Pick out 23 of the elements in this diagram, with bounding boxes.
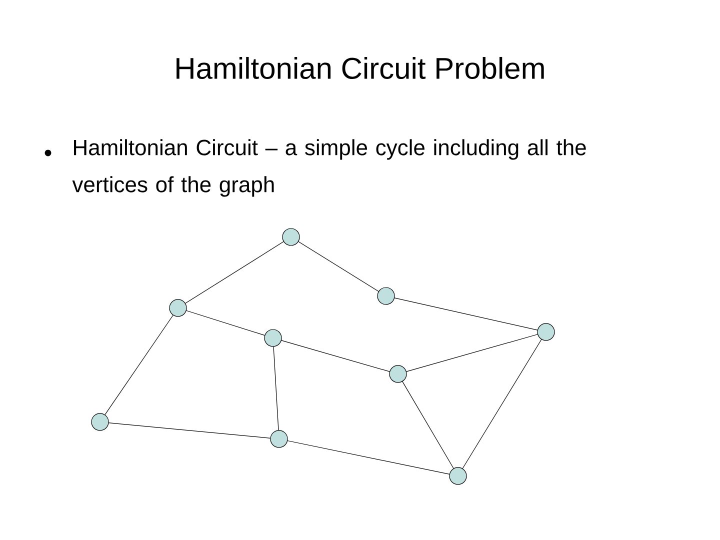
edge [104, 314, 174, 416]
vertex [537, 323, 555, 341]
vertex [264, 329, 282, 347]
edge [402, 381, 454, 469]
edge [406, 334, 538, 372]
edge [462, 339, 542, 469]
edge [185, 241, 284, 304]
edge [273, 346, 279, 430]
vertex [389, 365, 407, 383]
vertex [377, 287, 395, 305]
bullet-text: Hamiltonian Circuit – a simple cycle including all the vertices of the graph [72, 139, 586, 197]
vertex [169, 299, 187, 317]
vertex [270, 430, 288, 448]
title: Hamiltonian Circuit Problem [176, 56, 544, 79]
vertex [449, 467, 467, 485]
vertex [91, 413, 109, 431]
edge [287, 440, 450, 474]
edge [281, 340, 390, 372]
edge [298, 241, 379, 292]
edge [186, 310, 265, 336]
edge [108, 422, 271, 438]
vertex [282, 228, 300, 246]
edge [394, 298, 538, 330]
